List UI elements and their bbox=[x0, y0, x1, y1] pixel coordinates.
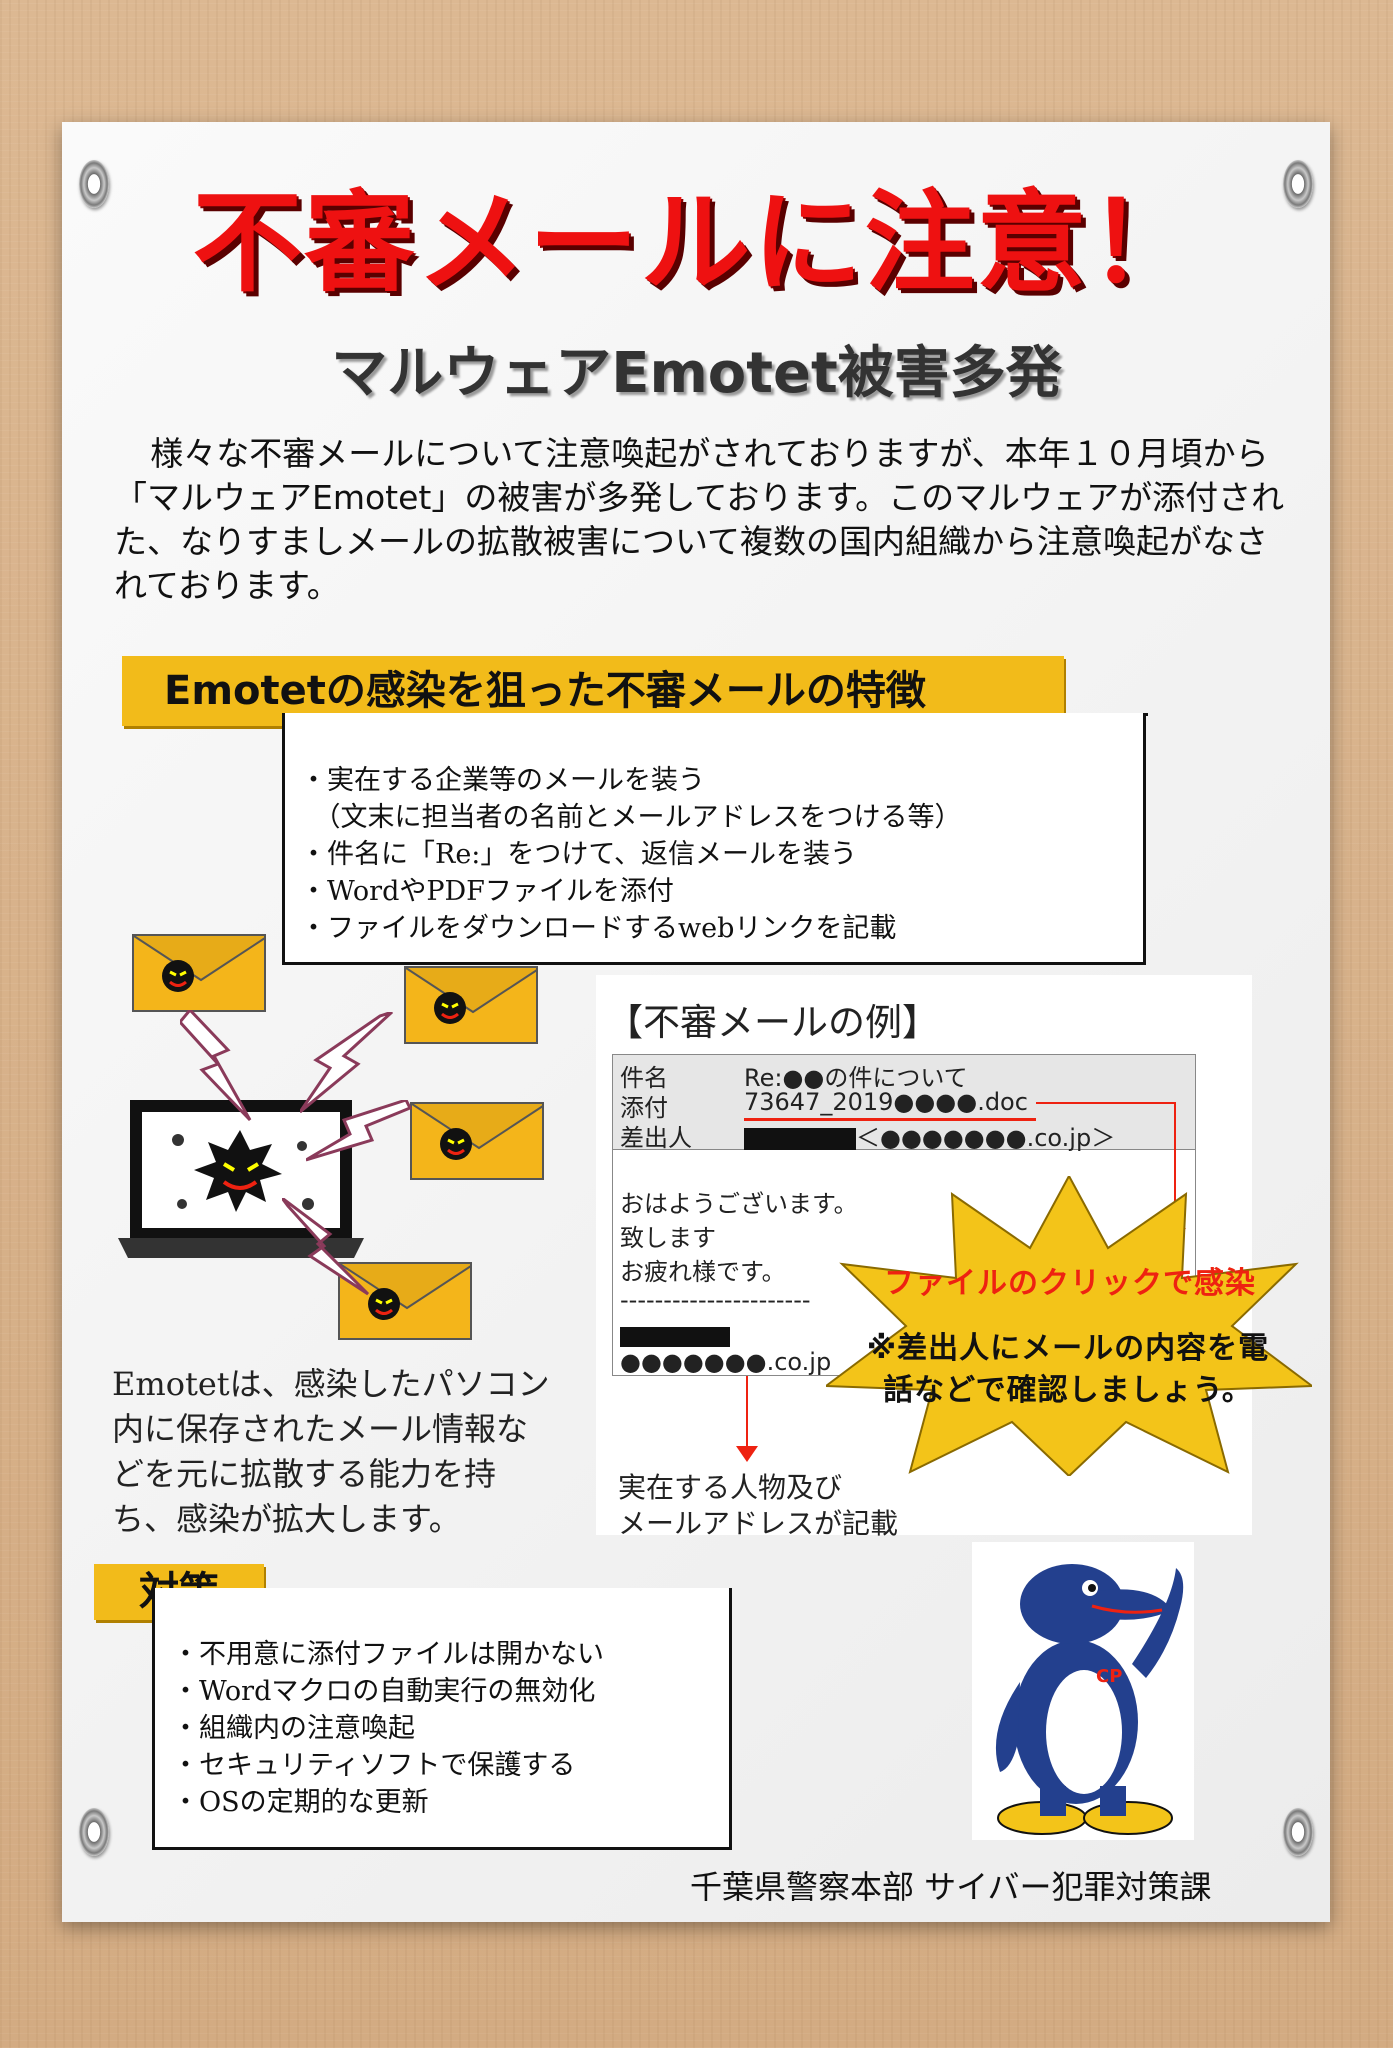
measure-item: ・不用意に添付ファイルは開かない bbox=[172, 1639, 604, 1670]
attachment-label: 添付 bbox=[620, 1094, 668, 1122]
lightning-bolt-icon bbox=[180, 1010, 252, 1122]
arrow-down-icon bbox=[736, 1446, 758, 1462]
top-right-grommet-icon bbox=[1283, 160, 1313, 208]
measures-box bbox=[152, 1588, 732, 1850]
attachment-underline bbox=[744, 1118, 1036, 1121]
subject-value: Re:●●の件について bbox=[744, 1064, 968, 1092]
mail-body-line: 致します bbox=[620, 1224, 716, 1252]
sender-connector bbox=[746, 1376, 748, 1450]
warning-burst-shape bbox=[826, 1176, 1312, 1476]
feature-item: ・実在する企業等のメールを装う bbox=[300, 765, 705, 796]
measure-item: ・組織内の注意喚起 bbox=[172, 1713, 415, 1744]
bottom-left-grommet-icon bbox=[79, 1808, 109, 1856]
signature-redacted bbox=[620, 1322, 730, 1350]
infected-envelope-icon bbox=[132, 934, 266, 1012]
mail-body-line: お疲れ様です。 bbox=[620, 1258, 786, 1286]
mascot-logo: CP bbox=[1096, 1666, 1122, 1687]
features-list: ・実在する企業等のメールを装う （文末に担当者の名前とメールアドレスをつける等）… bbox=[300, 762, 962, 947]
lightning-bolt-icon bbox=[306, 1100, 413, 1162]
poster-title: 不審メールに注意！ bbox=[192, 179, 1201, 307]
lightning-bolt-icon bbox=[300, 1012, 394, 1114]
signature-domain: ●●●●●●●.co.jp bbox=[620, 1348, 832, 1376]
measure-item: ・Wordマクロの自動実行の無効化 bbox=[172, 1676, 596, 1707]
mail-body-separator: ---------------------- bbox=[620, 1286, 811, 1314]
feature-item: ・WordやPDFファイルを添付 bbox=[300, 876, 674, 907]
sender-domain: ●●●●●●●.co.jp＞ bbox=[880, 1124, 1116, 1152]
real-person-note: 実在する人物及び メールアドレスが記載 bbox=[618, 1471, 899, 1540]
infected-envelope-icon bbox=[410, 1102, 544, 1180]
attachment-value: 73647_2019●●●●.doc bbox=[744, 1088, 1028, 1116]
footer-organization: 千葉県警察本部 サイバー犯罪対策課 bbox=[690, 1868, 1212, 1906]
sender-label: 差出人 bbox=[620, 1124, 692, 1152]
measures-list: ・不用意に添付ファイルは開かない ・Wordマクロの自動実行の無効化 ・組織内の… bbox=[172, 1636, 604, 1821]
poster-subtitle: マルウェアEmotet被害多発 bbox=[331, 341, 1062, 406]
burst-note-text: ※差出人にメールの内容を電話などで確認しましょう。 bbox=[866, 1331, 1270, 1408]
measure-item: ・セキュリティソフトで保護する bbox=[172, 1750, 576, 1781]
intro-paragraph: 様々な不審メールについて注意喚起がされておりますが、本年１０月頃から「マルウェア… bbox=[114, 434, 1285, 605]
feature-item: ・ファイルをダウンロードするwebリンクを記載 bbox=[300, 913, 897, 944]
measure-item: ・OSの定期的な更新 bbox=[172, 1787, 429, 1818]
bottom-right-grommet-icon bbox=[1283, 1808, 1313, 1856]
emotet-description: Emotetは、感染したパソコン内に保存されたメール情報などを元に拡散する能力を… bbox=[112, 1365, 550, 1538]
police-mascot-image: CP bbox=[972, 1542, 1194, 1840]
redacted-name bbox=[744, 1128, 856, 1150]
infected-envelope-icon bbox=[404, 966, 538, 1044]
top-left-grommet-icon bbox=[79, 160, 109, 208]
example-title: 【不審メールの例】 bbox=[606, 1001, 939, 1044]
mail-body-line: おはようございます。 bbox=[620, 1190, 858, 1218]
sender-prefix: ＜ bbox=[856, 1124, 880, 1152]
attachment-connector bbox=[1174, 1102, 1176, 1232]
dolphin-mascot-icon: CP bbox=[995, 1564, 1184, 1835]
subject-label: 件名 bbox=[620, 1064, 668, 1092]
lightning-bolt-icon bbox=[282, 1198, 370, 1296]
sender-value: ＜●●●●●●●.co.jp＞ bbox=[744, 1118, 1115, 1153]
feature-item: （文末に担当者の名前とメールアドレスをつける等） bbox=[300, 802, 962, 833]
infected-laptop-icon bbox=[118, 1100, 364, 1258]
features-box bbox=[282, 713, 1146, 965]
attachment-connector bbox=[1036, 1102, 1176, 1104]
infected-envelope-icon bbox=[338, 1262, 472, 1340]
feature-item: ・件名に「Re:」をつけて、返信メールを装う bbox=[300, 839, 858, 870]
burst-warning-text: ファイルのクリックで感染 bbox=[884, 1266, 1256, 1301]
